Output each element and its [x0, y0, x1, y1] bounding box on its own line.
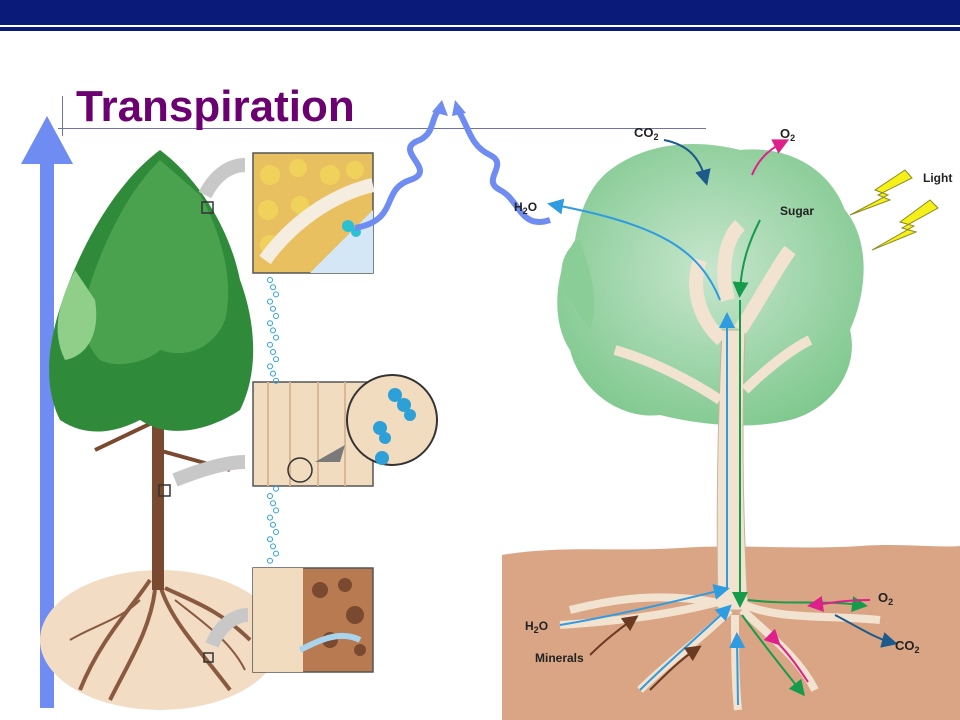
- water-droplet: [267, 557, 273, 564]
- water-droplet: [273, 550, 279, 557]
- label-h2o-root: H2O: [525, 619, 548, 635]
- leaf-cross-section-panel: [252, 152, 375, 274]
- water-droplet: [270, 543, 276, 550]
- label-o2-top: O2: [780, 126, 795, 143]
- water-droplet: [270, 349, 276, 355]
- water-droplet: [270, 370, 276, 377]
- water-droplet: [273, 334, 279, 341]
- root-soil-panel: [252, 567, 374, 673]
- water-droplet: [267, 363, 273, 370]
- label-light: Light: [923, 171, 952, 185]
- water-droplet: [267, 341, 273, 348]
- water-droplet: [273, 485, 279, 492]
- slide-title: Transpiration: [76, 82, 355, 131]
- water-droplet: [270, 521, 276, 528]
- transpiration-wave-arrows: [354, 100, 551, 231]
- label-minerals: Minerals: [535, 651, 584, 665]
- water-droplet: [270, 284, 276, 291]
- water-droplet: [267, 536, 273, 543]
- water-droplet: [267, 493, 273, 499]
- gas-exchange-arrows: [589, 139, 898, 691]
- water-droplet: [270, 305, 276, 312]
- water-droplet: [267, 320, 273, 327]
- water-droplet: [270, 327, 276, 334]
- label-sugar: Sugar: [780, 204, 814, 218]
- water-droplet: [267, 277, 273, 283]
- title-underline: [58, 128, 706, 129]
- label-h2o-top: H2O: [514, 200, 537, 216]
- xylem-flow-arrows: [547, 198, 746, 706]
- water-droplet: [270, 500, 276, 507]
- water-droplet: [273, 529, 279, 535]
- water-droplet: [267, 514, 273, 521]
- molecule-icon: [346, 374, 438, 466]
- water-droplet: [273, 377, 279, 384]
- label-co2-root: CO2: [895, 638, 920, 655]
- label-o2-root: O2: [878, 590, 893, 607]
- label-co2-top: CO2: [634, 125, 659, 142]
- right-tree-canopy: [557, 144, 864, 426]
- water-droplet: [273, 356, 279, 363]
- diagram-labels: CO2 O2 Light Sugar H2O H2O Minerals O2 C…: [514, 125, 952, 665]
- title-bracket-line: [62, 96, 63, 136]
- lightning-icon: [849, 169, 939, 251]
- water-column: [267, 277, 279, 564]
- left-tree-illustration: [40, 150, 280, 710]
- water-droplet: [273, 313, 279, 319]
- top-rule: [0, 27, 960, 31]
- water-droplet: [273, 291, 279, 298]
- up-arrow-icon: [21, 116, 73, 708]
- water-droplet: [267, 298, 273, 305]
- water-droplet: [273, 507, 279, 514]
- top-bar: [0, 0, 960, 25]
- phloem-flow-arrows: [732, 219, 868, 697]
